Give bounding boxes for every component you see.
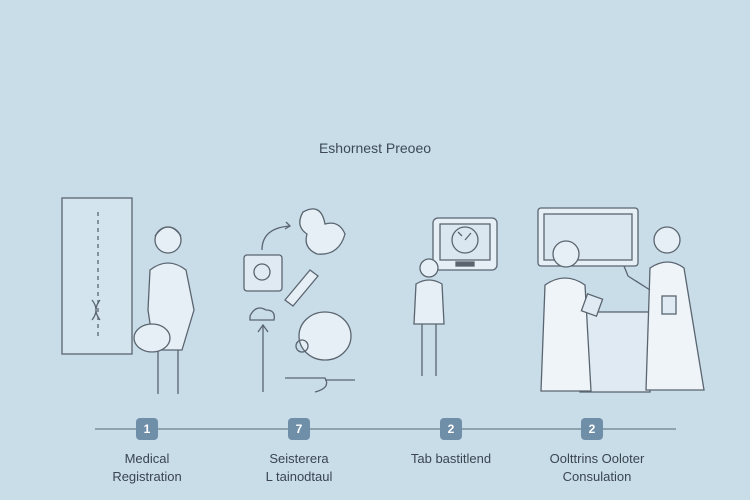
diagram-title: Eshornest Preoeo	[318, 140, 432, 156]
step-2-badge: 7	[288, 418, 310, 440]
step-4-badge: 2	[581, 418, 603, 440]
step-4-label-line1: Oolttrins Ooloter	[549, 451, 645, 466]
step-1-badge: 1	[136, 418, 158, 440]
step-1-label-line1: Medical	[124, 451, 170, 466]
step-2-label-line2: L tainodtaul	[265, 469, 333, 484]
consultation-illustration	[537, 207, 705, 393]
step-1-label-line2: Registration	[112, 469, 182, 484]
assessment-illustration	[243, 208, 355, 393]
step-3-label-line1: Tab bastitlend	[410, 451, 492, 466]
step-3-badge: 2	[440, 418, 462, 440]
testing-illustration	[413, 217, 498, 376]
step-4-label-line2: Consulation	[562, 469, 632, 484]
registration-illustration	[61, 197, 195, 394]
step-3-label: Tab bastitlend	[366, 450, 536, 468]
step-2-label-line1: Seisterera	[269, 451, 329, 466]
step-2-label: Seisterera L tainodtaul	[214, 450, 384, 486]
